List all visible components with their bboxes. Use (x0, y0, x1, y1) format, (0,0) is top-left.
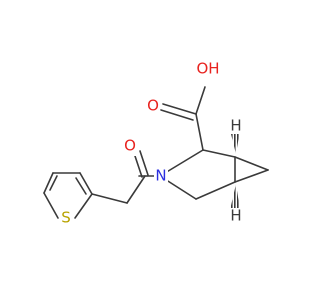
stereo-wedges (230, 130, 240, 210)
hydrogen-bottom-label: H (230, 207, 241, 225)
carboxyl-o-label: O (147, 97, 159, 115)
molecule-structure: OH O O N S H H (43, 58, 269, 228)
bond-thio-c2-s (74, 193, 93, 219)
amide-o-label: O (124, 137, 136, 155)
bond-c-o-double-b (160, 109, 194, 121)
bond-cooh-c2 (195, 113, 204, 151)
atom-labels: OH O O N S H H (59, 58, 242, 228)
wedge-h-bottom (230, 184, 240, 210)
bond-ch2-thio (91, 193, 128, 204)
nitrogen-label: N (155, 167, 166, 185)
bond-thio-c4-c4b (49, 175, 58, 191)
bond-c4-c5 (195, 181, 236, 200)
bond-thio-c3-c2b (75, 177, 87, 195)
bond-c1-c6 (234, 156, 269, 171)
bond-thio-c3-c2 (79, 172, 93, 195)
bond-c-o-double-a (162, 103, 197, 115)
bond-thio-s-c5 (43, 192, 59, 219)
bond-c2-c1 (202, 149, 236, 158)
wedge-h-top (230, 130, 240, 154)
hydrogen-top-label: H (230, 117, 241, 135)
oh-label: OH (196, 60, 219, 78)
bond-amidec-ch2 (126, 175, 146, 204)
bond-amide-co-b (139, 150, 149, 176)
bond-amide-co-a (133, 152, 143, 178)
bond-oh-c (195, 86, 206, 115)
bond-c5-c6 (234, 169, 269, 183)
bond-thio-c5-c4 (43, 172, 54, 194)
sulfur-label: S (61, 209, 71, 227)
